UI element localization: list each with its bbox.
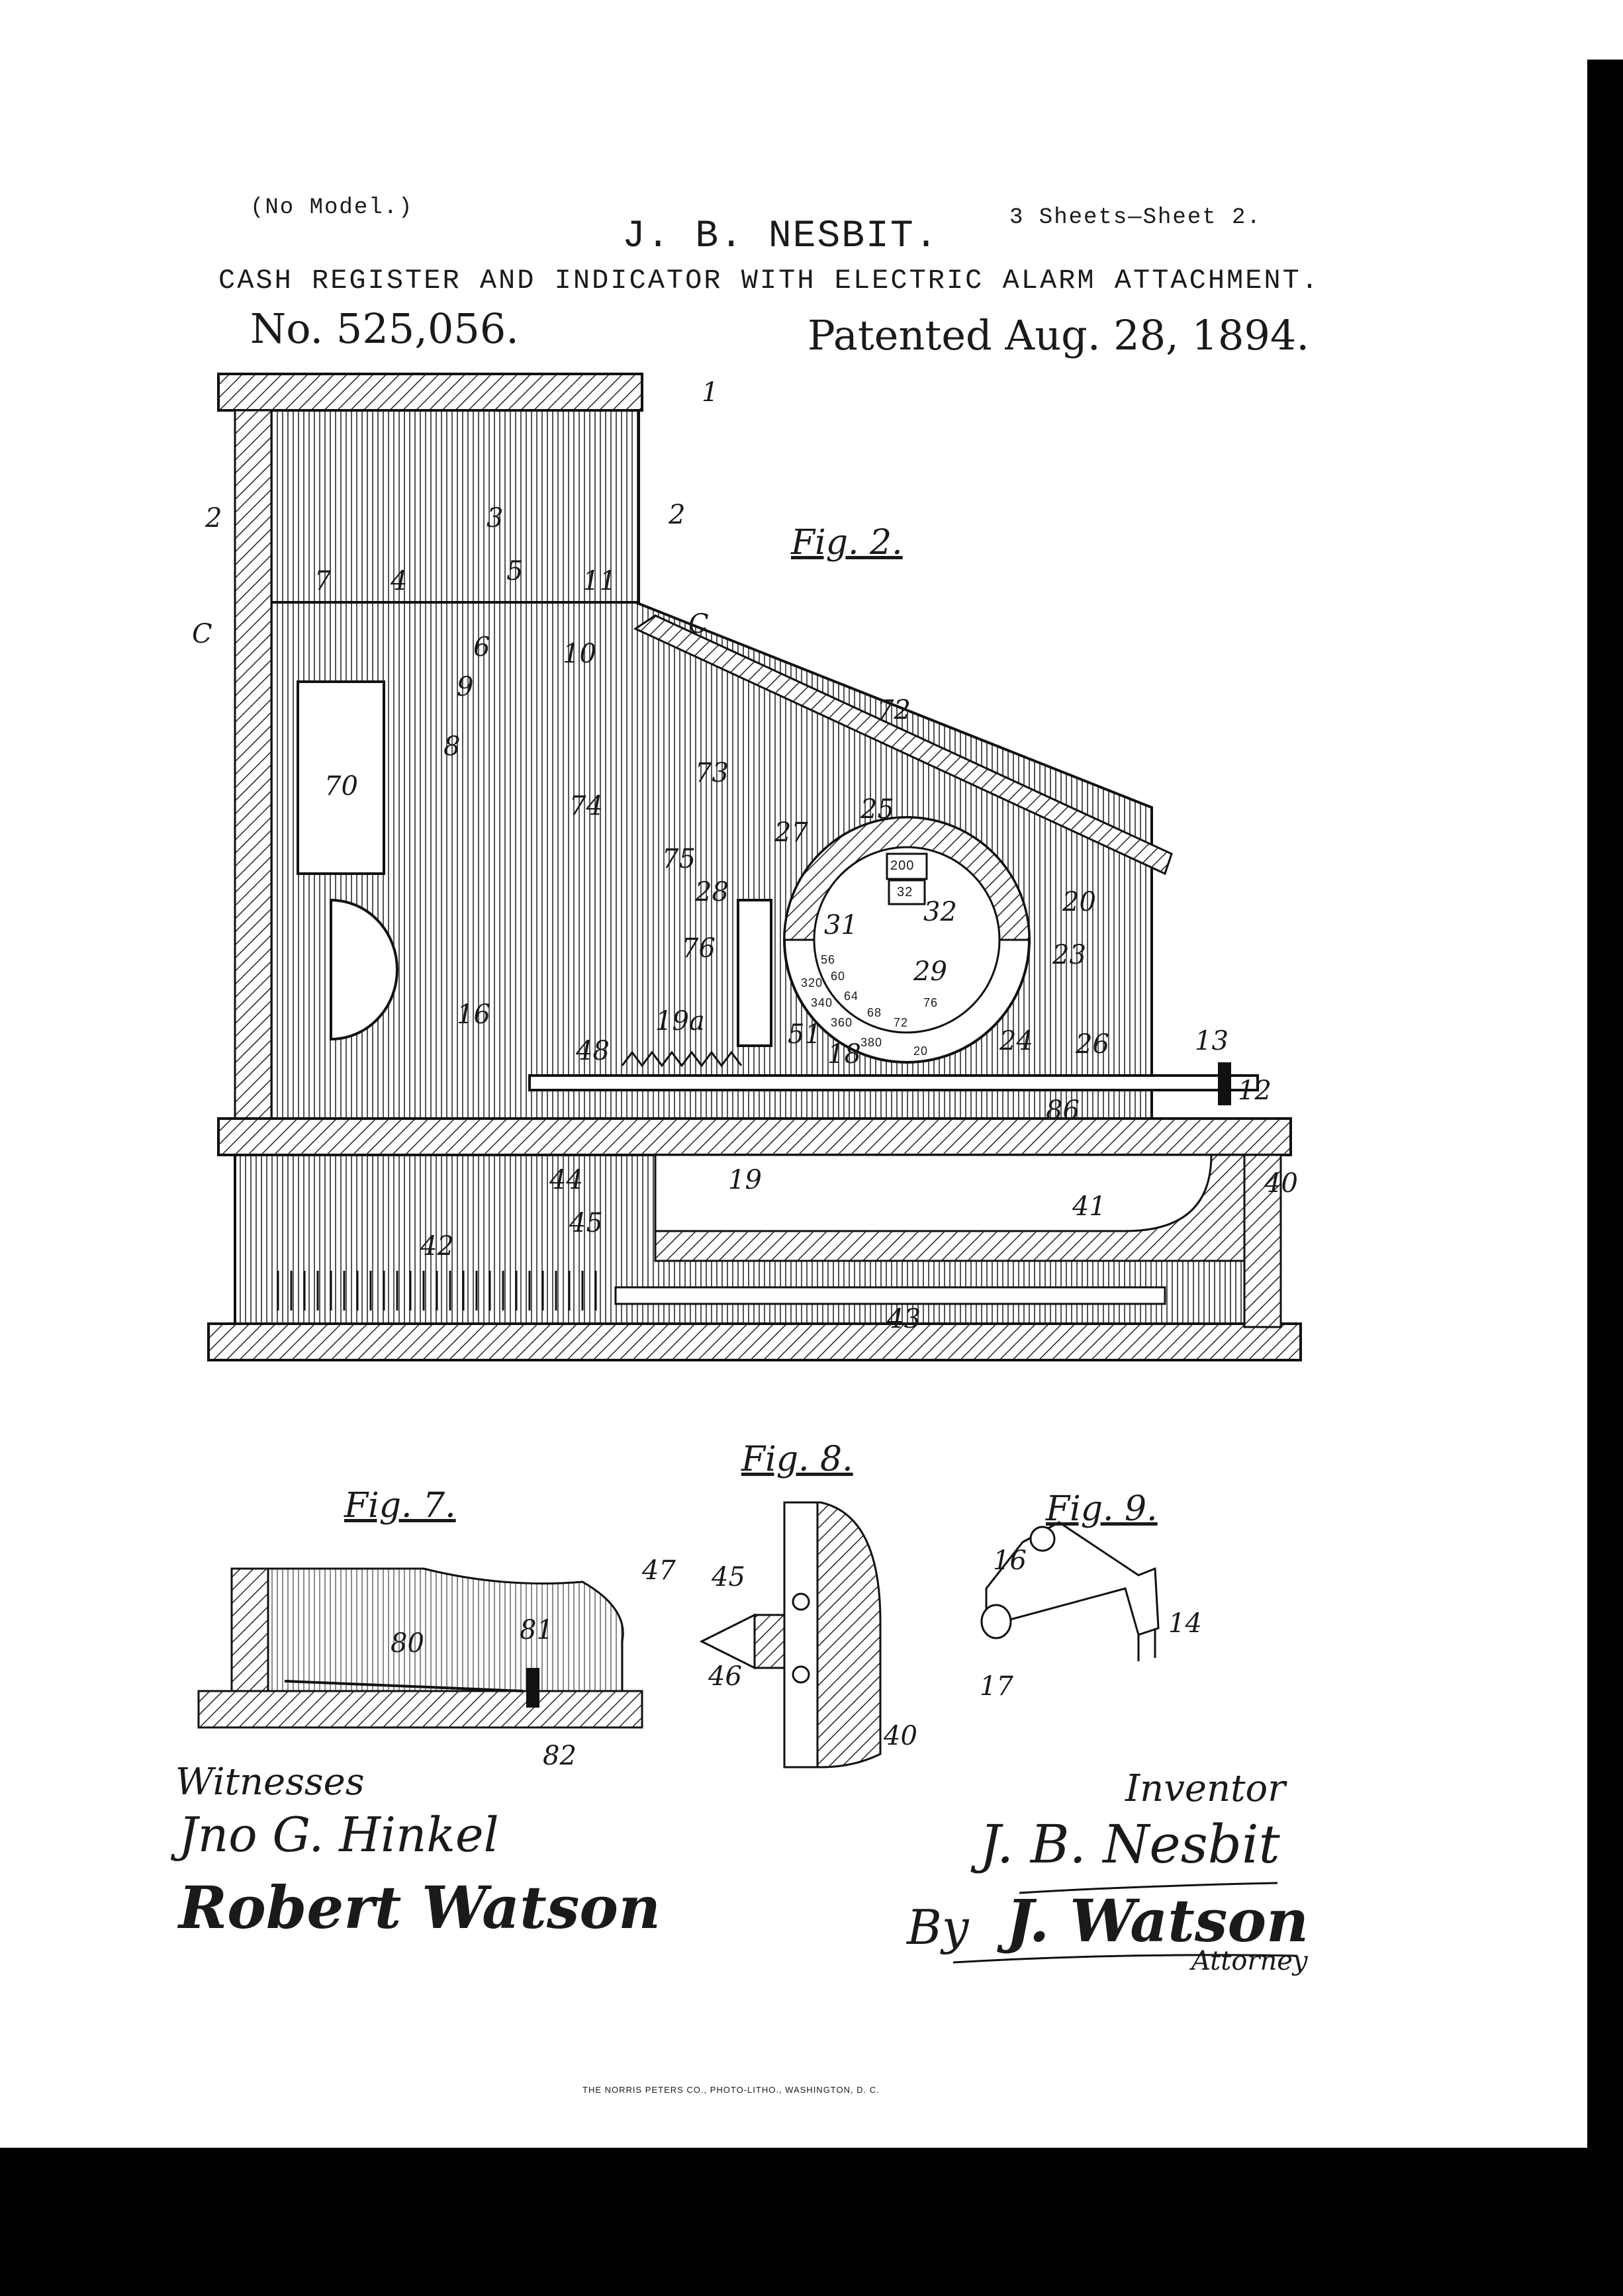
dial-number: 320 xyxy=(801,976,823,989)
fig2-label: 43 xyxy=(887,1304,921,1334)
dial-number: 72 xyxy=(894,1016,909,1029)
model-note: (No Model.) xyxy=(250,195,414,220)
inventor-signature: J. B. Nesbit xyxy=(980,1814,1280,1875)
fig9-caption: Fig. 9. xyxy=(1046,1489,1158,1529)
fig2-label: 86 xyxy=(1046,1095,1080,1126)
fig2-label: 5 xyxy=(506,556,524,586)
fig2-label: 20 xyxy=(1062,887,1096,917)
witnesses-label: Witnesses xyxy=(175,1761,365,1804)
fig2-label: 19 xyxy=(728,1165,762,1195)
fig2-label: 9 xyxy=(457,672,474,702)
fig8-label: 46 xyxy=(708,1661,742,1692)
dial-number: 20 xyxy=(913,1044,929,1058)
attorney-signature: J. Watson xyxy=(1006,1886,1309,1955)
fig2-label: 29 xyxy=(913,956,947,987)
fig7-label: 82 xyxy=(543,1741,577,1771)
fig2-label: 2 xyxy=(669,500,686,530)
scan-border-bottom xyxy=(0,2148,1623,2296)
fig2-label: 72 xyxy=(877,695,911,725)
fig2-label: 24 xyxy=(999,1026,1033,1056)
fig2-label: 12 xyxy=(1238,1076,1272,1106)
attorney-label: Attorney xyxy=(1191,1946,1308,1976)
fig2-label: 8 xyxy=(443,731,461,762)
fig2-label: 51 xyxy=(788,1019,821,1050)
fig9-label: 17 xyxy=(980,1671,1013,1702)
fig2-label: 16 xyxy=(457,999,490,1030)
by-prefix: By xyxy=(907,1900,969,1955)
fig2-label: 74 xyxy=(569,791,603,821)
patent-title: CASH REGISTER AND INDICATOR WITH ELECTRI… xyxy=(218,265,1321,297)
fig7-label: 80 xyxy=(391,1628,424,1659)
fig2-label: 48 xyxy=(576,1036,610,1066)
fig2-label: 19a xyxy=(655,1006,705,1036)
fig7-caption: Fig. 7. xyxy=(344,1486,456,1526)
fig2-label: 26 xyxy=(1076,1029,1109,1060)
sheet-count: 3 Sheets—Sheet 2. xyxy=(1009,205,1262,230)
fig2-label: 23 xyxy=(1052,940,1086,970)
fig2-label: 31 xyxy=(824,910,858,941)
fig2-label: 13 xyxy=(1195,1026,1229,1056)
fig2-label: 73 xyxy=(695,758,729,788)
fig2-label: 32 xyxy=(923,897,957,927)
fig2-label: C xyxy=(688,609,709,639)
dial-number: 340 xyxy=(811,996,833,1009)
fig7-label: 81 xyxy=(520,1615,553,1645)
fig2-label: 75 xyxy=(662,844,696,874)
fig2-label: 70 xyxy=(324,771,358,802)
fig2-label: 40 xyxy=(1264,1168,1298,1199)
dial-number: 360 xyxy=(831,1016,853,1029)
fig2-label: 18 xyxy=(827,1039,861,1070)
fig8-caption: Fig. 8. xyxy=(741,1440,853,1479)
fig2-label: 28 xyxy=(695,877,729,907)
fig2-label: 6 xyxy=(473,632,490,663)
witness-signature-2: Robert Watson xyxy=(179,1873,661,1942)
dial-number: 60 xyxy=(831,970,846,983)
fig2-label: 10 xyxy=(563,639,596,669)
fig2-label: 3 xyxy=(487,503,504,533)
fig9-label: 14 xyxy=(1168,1608,1202,1639)
fig2-label: 11 xyxy=(582,566,616,596)
fig2-label: C xyxy=(192,619,212,649)
fig2-label: 4 xyxy=(391,566,408,596)
fig2-label: 7 xyxy=(314,566,332,596)
dial-number: 380 xyxy=(860,1036,883,1049)
printer-credit: THE NORRIS PETERS CO., PHOTO-LITHO., WAS… xyxy=(582,2085,880,2095)
fig9-label: 16 xyxy=(993,1545,1027,1576)
dial-number: 68 xyxy=(867,1006,882,1019)
fig2-label: 27 xyxy=(774,817,808,848)
witness-signature-1: Jno G. Hinkel xyxy=(179,1807,499,1862)
fig2-label: 42 xyxy=(420,1231,454,1262)
inventor-name: J. B. NESBIT. xyxy=(622,215,939,258)
fig2-label: 25 xyxy=(860,794,894,825)
fig2-label: 76 xyxy=(682,933,716,964)
fig2-drawing xyxy=(207,373,1302,1361)
inventor-label: Inventor xyxy=(1125,1767,1286,1810)
dial-number: 76 xyxy=(923,996,939,1009)
dial-number: 56 xyxy=(821,953,836,966)
fig8-label: 47 xyxy=(642,1555,676,1586)
dial-number: 32 xyxy=(897,885,913,899)
fig2-label: 2 xyxy=(205,503,222,533)
fig2-label: 41 xyxy=(1072,1191,1106,1222)
fig2-label: 44 xyxy=(549,1165,583,1195)
patent-number: No. 525,056. xyxy=(250,304,519,353)
fig8-label: 45 xyxy=(712,1562,745,1592)
fig2-caption: Fig. 2. xyxy=(791,523,903,563)
dial-number: 200 xyxy=(890,858,915,873)
dial-number: 64 xyxy=(844,989,859,1003)
fig2-label: 1 xyxy=(702,377,719,408)
fig8-label: 40 xyxy=(884,1721,917,1751)
patent-date: Patented Aug. 28, 1894. xyxy=(808,311,1310,359)
fig2-label: 45 xyxy=(569,1208,603,1238)
scan-border-right xyxy=(1587,60,1623,2296)
